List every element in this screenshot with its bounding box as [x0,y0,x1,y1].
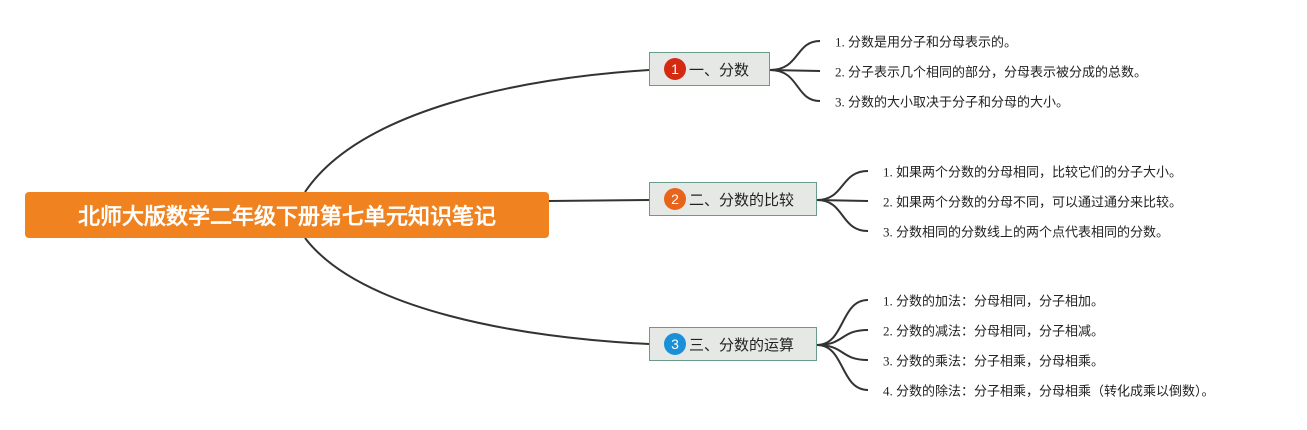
leaf-item[interactable]: 2. 分子表示几个相同的部分，分母表示被分成的总数。 [835,64,1148,80]
topic-label: 三、分数的运算 [689,335,795,354]
root-title: 北师大版数学二年级下册第七单元知识笔记 [77,205,496,230]
topic-label: 二、分数的比较 [689,190,795,209]
priority-2-icon: 2 [664,188,686,210]
topic-label: 一、分数 [689,60,750,79]
leaf-item[interactable]: 1. 分数是用分子和分母表示的。 [835,34,1018,50]
priority-1-icon: 1 [664,58,686,80]
leaf-item[interactable]: 4. 分数的除法：分子相乘，分母相乘（转化成乘以倒数）。 [883,383,1215,399]
leaf-item[interactable]: 1. 分数的加法：分母相同，分子相加。 [883,293,1105,309]
root-topic[interactable]: 北师大版数学二年级下册第七单元知识笔记 [25,192,549,238]
leaf-item[interactable]: 1. 如果两个分数的分母相同，比较它们的分子大小。 [883,164,1183,180]
leaf-item[interactable]: 3. 分数的乘法：分子相乘，分母相乘。 [883,353,1105,369]
priority-3-icon: 3 [664,333,686,355]
leaf-item[interactable]: 2. 如果两个分数的分母不同，可以通过通分来比较。 [883,194,1183,210]
leaf-item[interactable]: 2. 分数的减法：分母相同，分子相减。 [883,323,1105,339]
leaf-item[interactable]: 3. 分数的大小取决于分子和分母的大小。 [835,94,1070,110]
leaf-item[interactable]: 3. 分数相同的分数线上的两个点代表相同的分数。 [883,224,1170,240]
